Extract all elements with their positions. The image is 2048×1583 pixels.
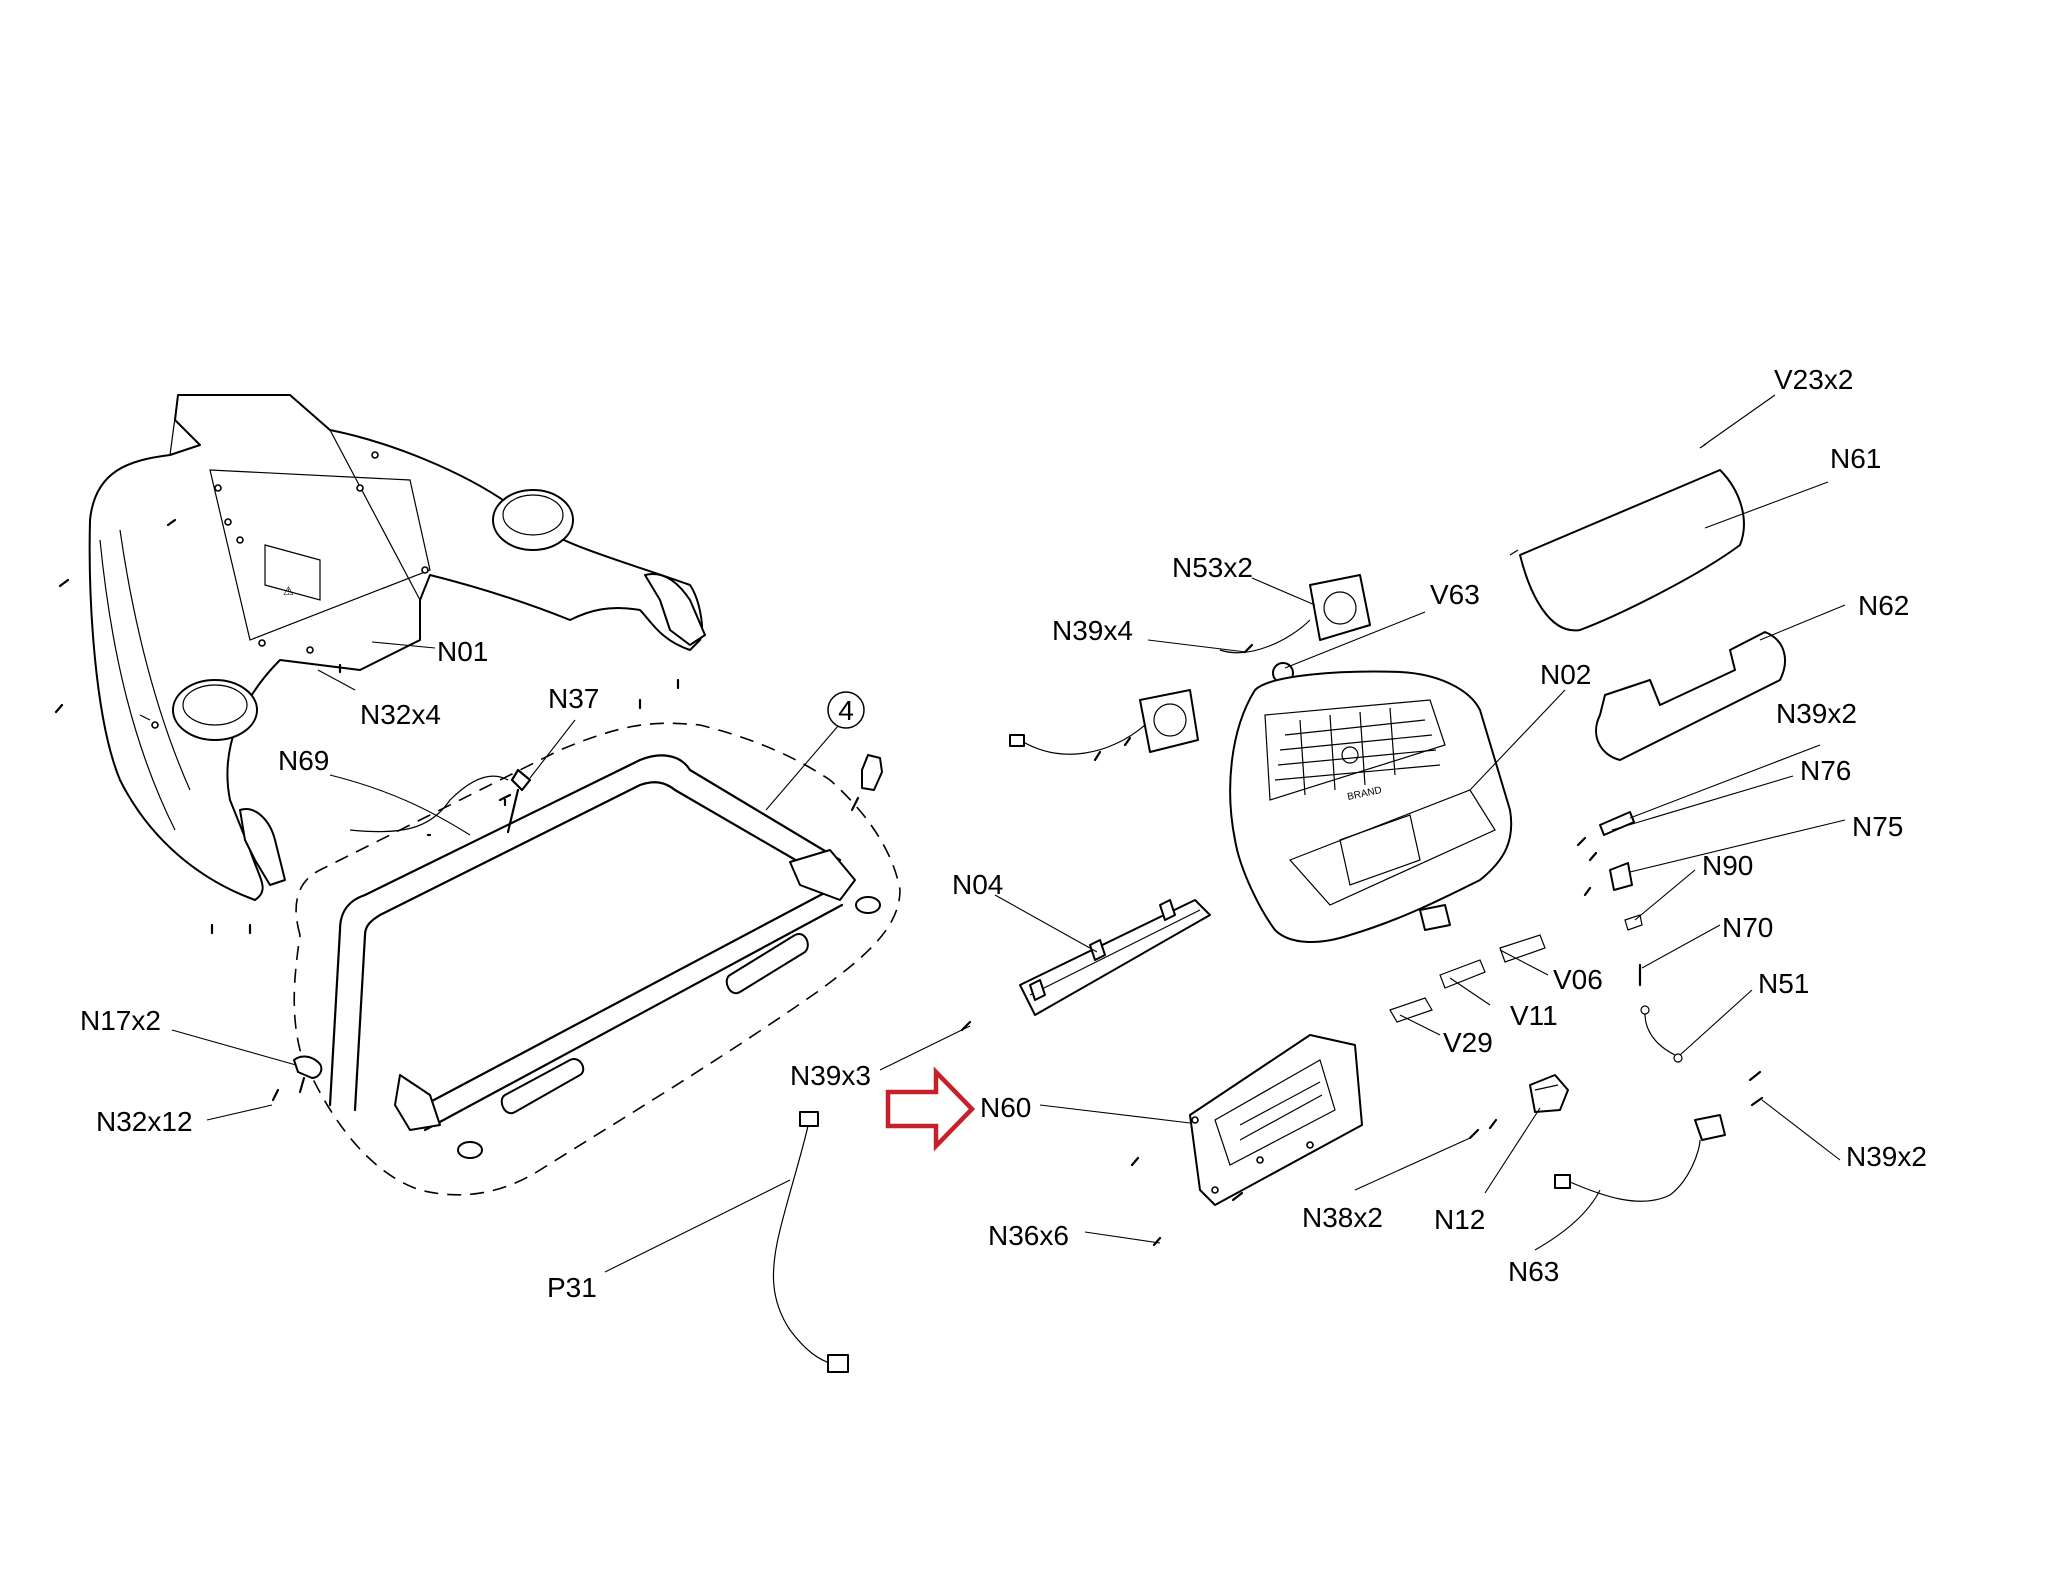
bracket-n04-part	[960, 899, 1211, 1032]
label-n37: N37	[548, 683, 599, 714]
label-n75: N75	[1852, 811, 1903, 842]
handlebar-frame-part	[271, 722, 901, 1196]
label-n32x4: N32x4	[360, 699, 441, 730]
label-n61: N61	[1830, 443, 1881, 474]
callout-number: 4	[838, 695, 854, 726]
label-n32x12: N32x12	[96, 1106, 193, 1137]
label-v06: V06	[1553, 964, 1603, 995]
label-v63: V63	[1430, 579, 1480, 610]
console-shroud-part: ⚠	[54, 394, 706, 935]
label-n02: N02	[1540, 659, 1591, 690]
svg-text:⚠: ⚠	[283, 584, 294, 598]
label-n62: N62	[1858, 590, 1909, 621]
label-n60: N60	[980, 1092, 1031, 1123]
label-n36x6: N36x6	[988, 1220, 1069, 1251]
cable-n63-part	[1554, 1070, 1764, 1202]
label-n17x2: N17x2	[80, 1005, 161, 1036]
console-n02-part: BRAND	[1229, 670, 1513, 943]
label-n04: N04	[952, 869, 1003, 900]
label-n39x2-top: N39x2	[1776, 698, 1857, 729]
label-n69: N69	[278, 745, 329, 776]
cable-p31-part	[772, 1111, 849, 1373]
label-v29: V29	[1443, 1027, 1493, 1058]
label-n70: N70	[1722, 912, 1773, 943]
label-n39x2-bottom: N39x2	[1846, 1141, 1927, 1172]
label-p31: P31	[547, 1272, 597, 1303]
label-n53x2: N53x2	[1172, 552, 1253, 583]
overlay-n61-part	[1509, 443, 1745, 632]
overlay-n62-part	[1595, 631, 1786, 761]
label-v23x2: V23x2	[1774, 364, 1853, 395]
label-n39x3: N39x3	[790, 1060, 871, 1091]
label-v11: V11	[1510, 1000, 1558, 1031]
switch-n12-part	[1468, 1074, 1569, 1140]
label-n51: N51	[1758, 968, 1809, 999]
label-n12: N12	[1434, 1204, 1485, 1235]
label-n38x2: N38x2	[1302, 1202, 1383, 1233]
part-labels: N01 N32x4 N37 N69 N17x2 N32x12 P31 N39x3…	[80, 364, 1927, 1303]
small-parts-right	[1389, 811, 1683, 1063]
label-n01: N01	[437, 636, 488, 667]
label-n90: N90	[1702, 850, 1753, 881]
speaker-n39x4-part	[1009, 689, 1199, 762]
leader-lines	[171, 394, 1846, 1273]
label-n39x4: N39x4	[1052, 615, 1133, 646]
label-n76: N76	[1800, 755, 1851, 786]
highlight-arrow	[885, 1066, 976, 1152]
callout-circle	[827, 691, 865, 729]
label-n63: N63	[1508, 1256, 1559, 1287]
speaker-n53-part	[1219, 574, 1371, 654]
circuit-board-n60-part	[1130, 1034, 1363, 1247]
